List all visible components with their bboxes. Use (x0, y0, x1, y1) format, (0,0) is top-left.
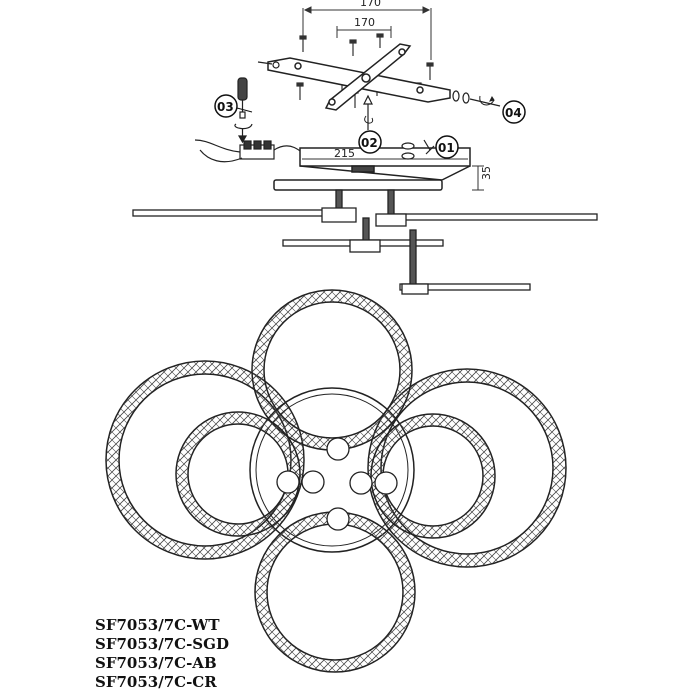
canopy-height-dimension (472, 165, 484, 191)
step-marker-02: 02 (358, 130, 382, 154)
bracket-dimension-outer (302, 6, 432, 60)
step-marker-03: 03 (214, 94, 253, 118)
model-number: SF7053/7C-CR (95, 673, 217, 691)
model-number-list: SF7053/7C-WT SF7053/7C-SGD SF7053/7C-AB … (95, 616, 229, 692)
washer-icon (401, 139, 435, 160)
arrow-up-icon (363, 94, 373, 130)
ring-bottom (254, 511, 416, 673)
canopy-width-label: 215 (334, 147, 355, 160)
top-view-rings (105, 289, 567, 673)
mounting-bracket (267, 43, 451, 111)
canopy-height-label: 35 (480, 166, 493, 180)
svg-text:02: 02 (361, 136, 378, 150)
svg-text:03: 03 (217, 100, 234, 114)
model-number: SF7053/7C-SGD (95, 635, 229, 653)
model-number: SF7053/7C-AB (95, 654, 217, 672)
step-marker-04: 04 (502, 100, 526, 124)
svg-text:01: 01 (438, 141, 455, 155)
bracket-dimension-inner-label: 170 (354, 16, 375, 29)
side-view-arms (132, 189, 598, 295)
bracket-dimension-outer-label: 170 (360, 0, 381, 9)
bracket-dimension-inner (336, 26, 392, 38)
hub-spheres (276, 437, 398, 531)
svg-text:04: 04 (505, 106, 522, 120)
step-marker-01: 01 (435, 135, 459, 159)
bolt-left (257, 61, 280, 69)
bolt-right (452, 90, 501, 107)
screwdriver-icon (234, 77, 253, 144)
ring-center (249, 387, 415, 553)
model-number: SF7053/7C-WT (95, 616, 220, 634)
terminal-block (194, 139, 311, 163)
